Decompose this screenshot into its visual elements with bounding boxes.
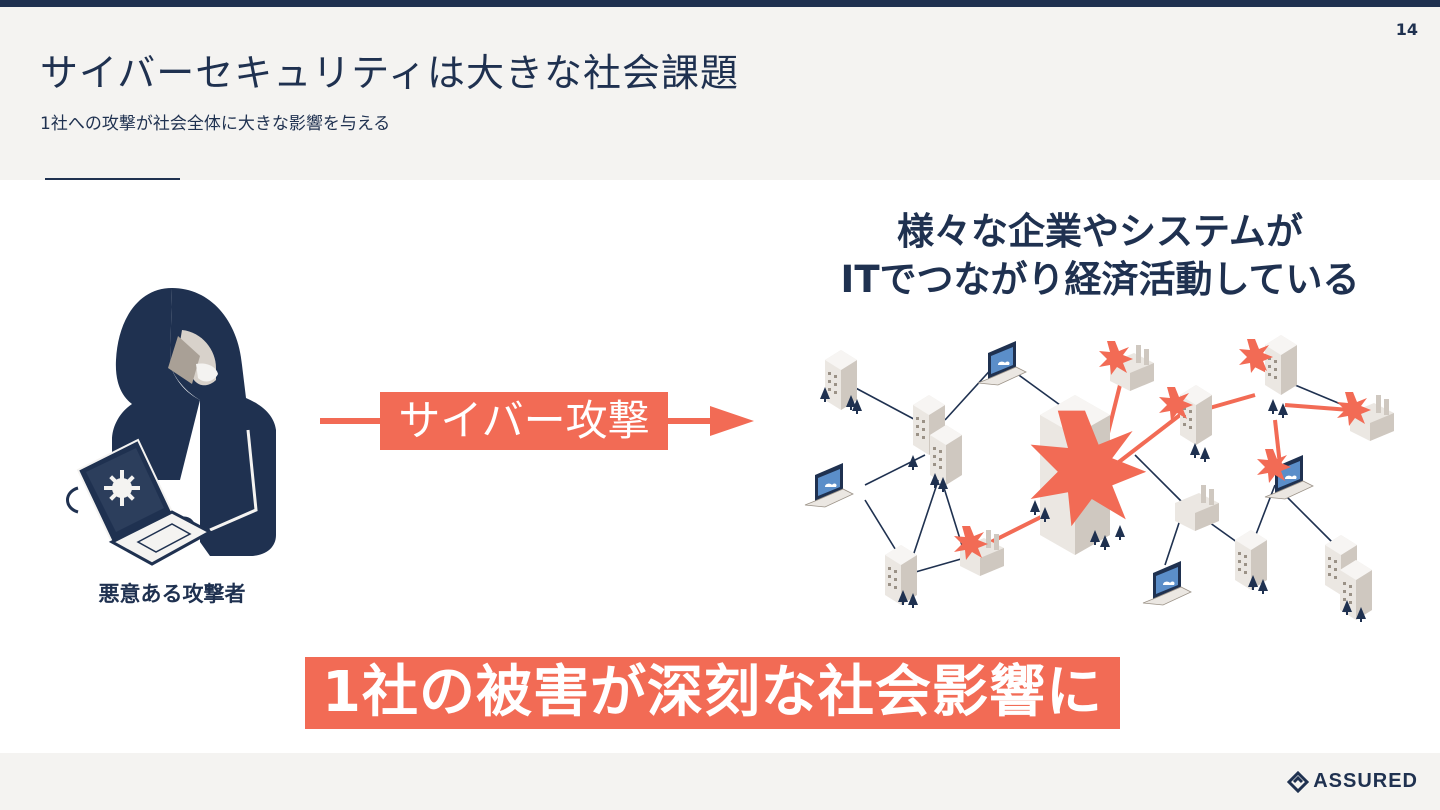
assured-logo-text: ASSURED xyxy=(1313,770,1418,793)
page-number: 14 xyxy=(1396,20,1418,39)
cyber-attack-label: サイバー攻撃 xyxy=(380,392,668,450)
network-heading-line2: ITでつながり経済活動している xyxy=(800,256,1400,304)
hooded-hacker-with-laptop-icon xyxy=(60,280,300,570)
conclusion-banner: 1社の被害が深刻な社会影響に xyxy=(305,657,1120,729)
connected-companies-network-illustration xyxy=(795,325,1410,630)
title-accent-line xyxy=(45,178,180,180)
attacker-label: 悪意ある攻撃者 xyxy=(60,578,284,608)
slide-subtitle: 1社への攻撃が社会全体に大きな影響を与える xyxy=(40,109,390,134)
assured-logo: ASSURED xyxy=(1287,770,1418,793)
network-heading: 様々な企業やシステムが ITでつながり経済活動している xyxy=(800,208,1400,304)
assured-logo-icon xyxy=(1287,771,1309,793)
network-heading-line1: 様々な企業やシステムが xyxy=(800,208,1400,256)
slide-footer xyxy=(0,753,1440,810)
slide-title: サイバーセキュリティは大きな社会課題 xyxy=(40,42,739,97)
top-bar xyxy=(0,0,1440,7)
